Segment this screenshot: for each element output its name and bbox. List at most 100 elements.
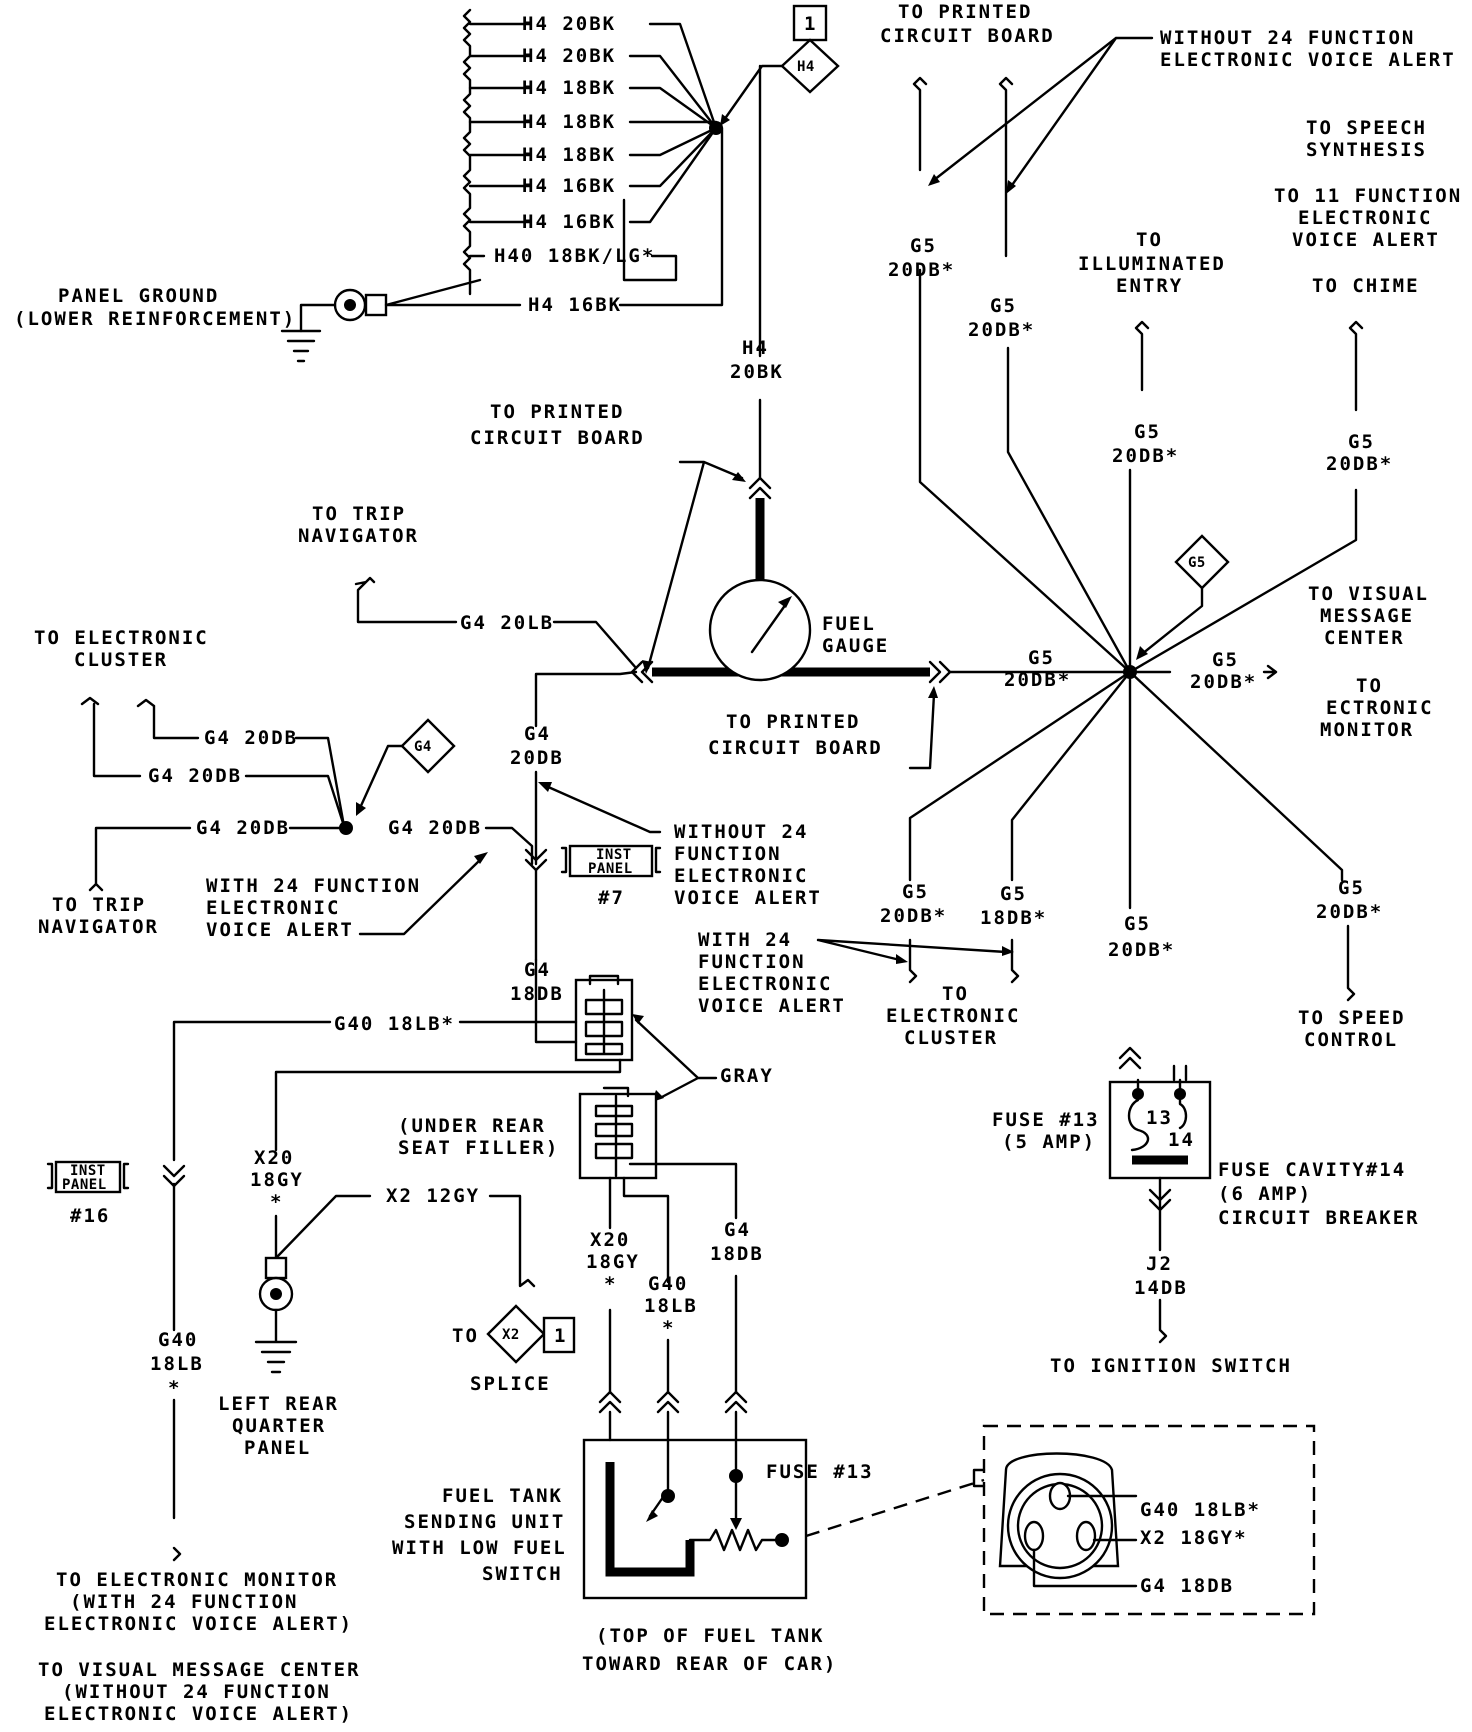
j2-line1: J2 bbox=[1146, 1253, 1173, 1275]
ground-wire-line bbox=[468, 86, 718, 130]
fuse-feed-chevron bbox=[1118, 1046, 1142, 1070]
g4-pointer-arrow bbox=[356, 802, 366, 816]
g40-mid-line3: * bbox=[662, 1317, 675, 1339]
with24-mid-arrow bbox=[1002, 946, 1014, 956]
g4-18db-line1: G4 bbox=[524, 959, 551, 981]
trip-nav-top-line2: NAVIGATOR bbox=[298, 525, 419, 547]
g4-diamond-label: G4 bbox=[414, 739, 432, 755]
g5-wire-label: G5 bbox=[990, 295, 1017, 317]
tank-top-line2: TOWARD REAR OF CAR) bbox=[582, 1653, 837, 1675]
without24-top-arrow bbox=[928, 174, 940, 186]
g5-branch bbox=[1128, 664, 1278, 680]
inset-connector-detail: G40 18LB* X2 18GY* G4 18DB bbox=[805, 1424, 1316, 1616]
with24-mid-pointer bbox=[816, 938, 1008, 962]
gray-arrow bbox=[632, 1014, 644, 1024]
cluster-wire-2 bbox=[136, 698, 346, 828]
fuel-gauge: FUEL GAUGE bbox=[630, 578, 952, 684]
left-rear-ground-symbol bbox=[254, 1308, 298, 1374]
vmc-note-line3: ELECTRONIC VOICE ALERT) bbox=[44, 1703, 353, 1725]
trip-nav-top-wire bbox=[354, 576, 638, 670]
g4-mid-line2: 18DB bbox=[710, 1243, 764, 1265]
h4-pointer-arrow bbox=[720, 114, 730, 126]
fuse-breaker-element bbox=[1178, 1078, 1188, 1130]
h4-main-label: H4 bbox=[742, 337, 769, 359]
inset-x2-label: X2 18GY* bbox=[1140, 1527, 1248, 1549]
g5-branch bbox=[998, 76, 1132, 674]
g4-20db-label: G4 20DB bbox=[204, 727, 298, 749]
g5-branch bbox=[1128, 320, 1150, 674]
ground-wire-line bbox=[468, 126, 718, 157]
g5-diamond-pointer bbox=[1140, 586, 1204, 656]
gauge-dial bbox=[708, 578, 812, 682]
cluster-wire-1 bbox=[80, 696, 346, 828]
h4-pointer bbox=[722, 64, 784, 122]
x2-pin-label: 1 bbox=[554, 1325, 567, 1347]
g40-chevron bbox=[162, 1164, 186, 1188]
without24-mid-arrow bbox=[538, 782, 552, 792]
x2-diamond-label: X2 bbox=[502, 1327, 520, 1343]
connector-lower-pins bbox=[594, 1086, 634, 1178]
inset-pin-right bbox=[1075, 1520, 1097, 1552]
g40-mid-line1: G40 bbox=[648, 1273, 688, 1295]
sending-unit-fuse: FUSE #13 bbox=[766, 1461, 874, 1483]
left-rear-line1: LEFT REAR bbox=[218, 1393, 339, 1415]
without24-mid-pointer bbox=[544, 784, 662, 834]
h4-splice-symbol: 1 H4 bbox=[720, 4, 840, 126]
gray-pointer bbox=[634, 1018, 718, 1100]
fuse-block: 13 14 FUSE #13 (5 AMP) FUSE CAVITY#14 (6… bbox=[992, 1046, 1418, 1377]
left-rear-ground bbox=[254, 1256, 298, 1374]
x2-12gy-wire bbox=[488, 1194, 536, 1288]
gauge-needle bbox=[750, 602, 788, 654]
left-rear-line2: QUARTER bbox=[232, 1415, 326, 1437]
sending-unit-line2: SENDING UNIT bbox=[404, 1511, 565, 1533]
ground-splice-dot bbox=[709, 121, 723, 135]
g5-wire-label: 20DB* bbox=[1112, 445, 1179, 467]
g40-vert-line3: * bbox=[168, 1377, 181, 1399]
panel-ground-subtitle: (LOWER REINFORCEMENT) bbox=[14, 308, 296, 330]
trip-nav-bottom-line1: TO TRIP bbox=[52, 894, 146, 916]
g5-wire-label: 20DB* bbox=[1326, 453, 1393, 475]
without24-mid-line3: ELECTRONIC bbox=[674, 865, 808, 887]
ground-strap bbox=[299, 126, 724, 333]
h4-pin-label: 1 bbox=[804, 13, 817, 35]
ground-wire-label: H4 16BK bbox=[522, 175, 616, 197]
ground-wire-line bbox=[468, 126, 718, 188]
monitor-line2: ECTRONIC bbox=[1326, 697, 1434, 719]
inst-panel-16-line2: PANEL bbox=[62, 1177, 107, 1193]
panel-ground-title: PANEL GROUND bbox=[58, 285, 219, 307]
monitor-note-line2: (WITH 24 FUNCTION bbox=[70, 1591, 298, 1613]
speech-line2: SYNTHESIS bbox=[1306, 139, 1427, 161]
vmc-note-line2: (WITHOUT 24 FUNCTION bbox=[62, 1681, 331, 1703]
fuse-element bbox=[1127, 1078, 1150, 1152]
trip-nav-top-line1: TO TRIP bbox=[312, 503, 406, 525]
x20-left-line3: * bbox=[270, 1191, 283, 1213]
h4-connector-chevron bbox=[748, 476, 772, 500]
inst-panel-7-line1: INST bbox=[596, 847, 632, 863]
g5-wire-label: G5 bbox=[910, 235, 937, 257]
ground-wire-label: H4 16BK bbox=[522, 211, 616, 233]
g4-20db-label: G4 20DB bbox=[388, 817, 482, 839]
illuminated-line1: TO bbox=[1136, 229, 1163, 251]
panel-ground: PANEL GROUND (LOWER REINFORCEMENT) H4 16… bbox=[14, 126, 724, 363]
under-rear-line2: SEAT FILLER) bbox=[398, 1137, 559, 1159]
g5-wire-label: G5 bbox=[1348, 431, 1375, 453]
speech-line1: TO SPEECH bbox=[1306, 117, 1427, 139]
x2-splice-pre: TO bbox=[452, 1325, 479, 1347]
without24-top-line1: WITHOUT 24 FUNCTION bbox=[1160, 27, 1415, 49]
fuse-terminal-13 bbox=[1132, 1088, 1144, 1100]
illuminated-line3: ENTRY bbox=[1116, 275, 1183, 297]
with24-left-pointer bbox=[358, 858, 482, 936]
j2-line2: 14DB bbox=[1134, 1277, 1188, 1299]
g4-connector-wire bbox=[534, 958, 578, 1044]
fuse-pin-stubs bbox=[1172, 1064, 1188, 1082]
g40-vert-line2: 18LB bbox=[150, 1353, 204, 1375]
ground-wire-label: H4 18BK bbox=[522, 111, 616, 133]
pcb-top-right-line2: CIRCUIT BOARD bbox=[880, 25, 1055, 47]
inset-pin-leads bbox=[1032, 1494, 1138, 1588]
tank-top-line1: (TOP OF FUEL TANK bbox=[596, 1625, 824, 1647]
inset-bracket bbox=[972, 1468, 986, 1488]
left-rear-line3: PANEL bbox=[244, 1437, 311, 1459]
fuse-cavity-line2: (6 AMP) bbox=[1218, 1183, 1312, 1205]
trip-nav-bottom-line2: NAVIGATOR bbox=[38, 916, 159, 938]
g4-stack-line1: G4 bbox=[524, 723, 551, 745]
